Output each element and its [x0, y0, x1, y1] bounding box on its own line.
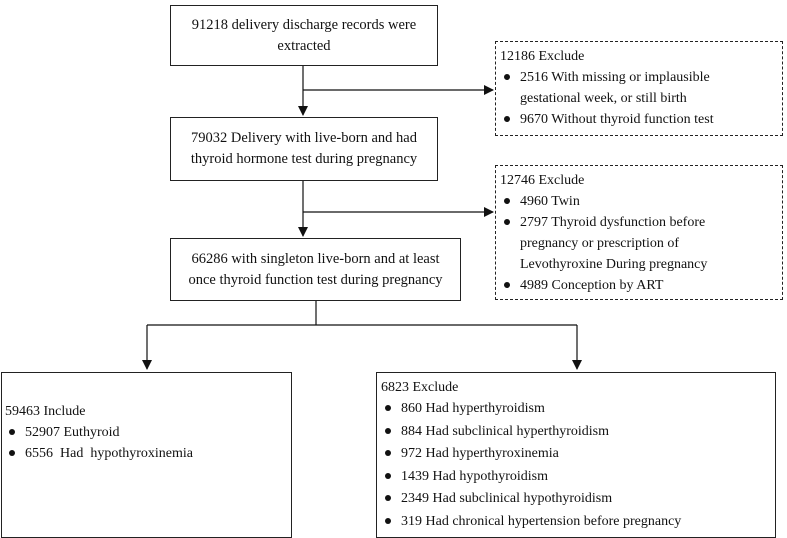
bullet-icon [385, 517, 391, 524]
list-item: 972 Had hyperthyroxinemia [381, 443, 775, 466]
include-list: 52907 Euthyroid 6556 Had hypothyroxinemi… [5, 422, 291, 464]
bullet-icon [385, 495, 391, 501]
step1-line2: extracted [277, 38, 331, 54]
list-item: 319 Had chronical hypertension before pr… [381, 511, 775, 534]
exclude3-box: 6823 Exclude 860 Had hyperthyroidism 884… [376, 372, 776, 538]
bullet-icon [504, 74, 510, 80]
step2-line2: thyroid hormone test during pregnancy [190, 151, 418, 167]
list-item: 9670 Without thyroid function test [500, 109, 782, 130]
step2-box: 79032 Delivery with live-born and had th… [170, 117, 438, 181]
exclude1-title: 12186 Exclude [500, 49, 585, 64]
list-item: 6556 Had hypothyroxinemia [5, 443, 291, 464]
bullet-icon [385, 450, 391, 456]
bullet-icon [504, 116, 510, 122]
bullet-icon [504, 282, 510, 288]
bullet-icon [385, 405, 391, 411]
bullet-icon [385, 472, 391, 479]
bullet-icon [504, 219, 510, 225]
bullet-icon [504, 198, 510, 204]
list-item: 1439 Had hypothyroidism [381, 466, 775, 489]
exclude1-list: 2516 With missing or implausible gestati… [500, 67, 782, 130]
step1-line1: 91218 delivery discharge records were [191, 17, 417, 33]
list-item: 884 Had subclinical hyperthyroidism [381, 421, 775, 444]
bullet-icon [9, 450, 15, 456]
bullet-icon [9, 429, 15, 435]
step3-line1: 66286 with singleton live-born and at le… [191, 251, 440, 267]
list-item: 2797 Thyroid dysfunction before pregnanc… [500, 212, 782, 275]
step3-line2: once thyroid function test during pregna… [188, 272, 443, 288]
exclude1-box: 12186 Exclude 2516 With missing or impla… [495, 41, 783, 136]
step3-box: 66286 with singleton live-born and at le… [170, 238, 461, 301]
exclude3-title: 6823 Exclude [381, 380, 459, 395]
exclude2-title: 12746 Exclude [500, 173, 585, 188]
include-box: 59463 Include 52907 Euthyroid 6556 Had h… [1, 372, 292, 538]
list-item: 2516 With missing or implausible gestati… [500, 67, 782, 109]
bullet-icon [385, 427, 391, 434]
step1-box: 91218 delivery discharge records were ex… [170, 5, 438, 66]
exclude2-box: 12746 Exclude 4960 Twin 2797 Thyroid dys… [495, 165, 783, 300]
exclude3-list: 860 Had hyperthyroidism 884 Had subclini… [381, 398, 775, 533]
list-item: 4960 Twin [500, 191, 782, 212]
list-item: 2349 Had subclinical hypothyroidism [381, 488, 775, 511]
include-title: 59463 Include [5, 404, 86, 419]
list-item: 4989 Conception by ART [500, 275, 782, 296]
list-item: 860 Had hyperthyroidism [381, 398, 775, 421]
exclude2-list: 4960 Twin 2797 Thyroid dysfunction befor… [500, 191, 782, 296]
step2-line1: 79032 Delivery with live-born and had [191, 130, 417, 146]
list-item: 52907 Euthyroid [5, 422, 291, 443]
